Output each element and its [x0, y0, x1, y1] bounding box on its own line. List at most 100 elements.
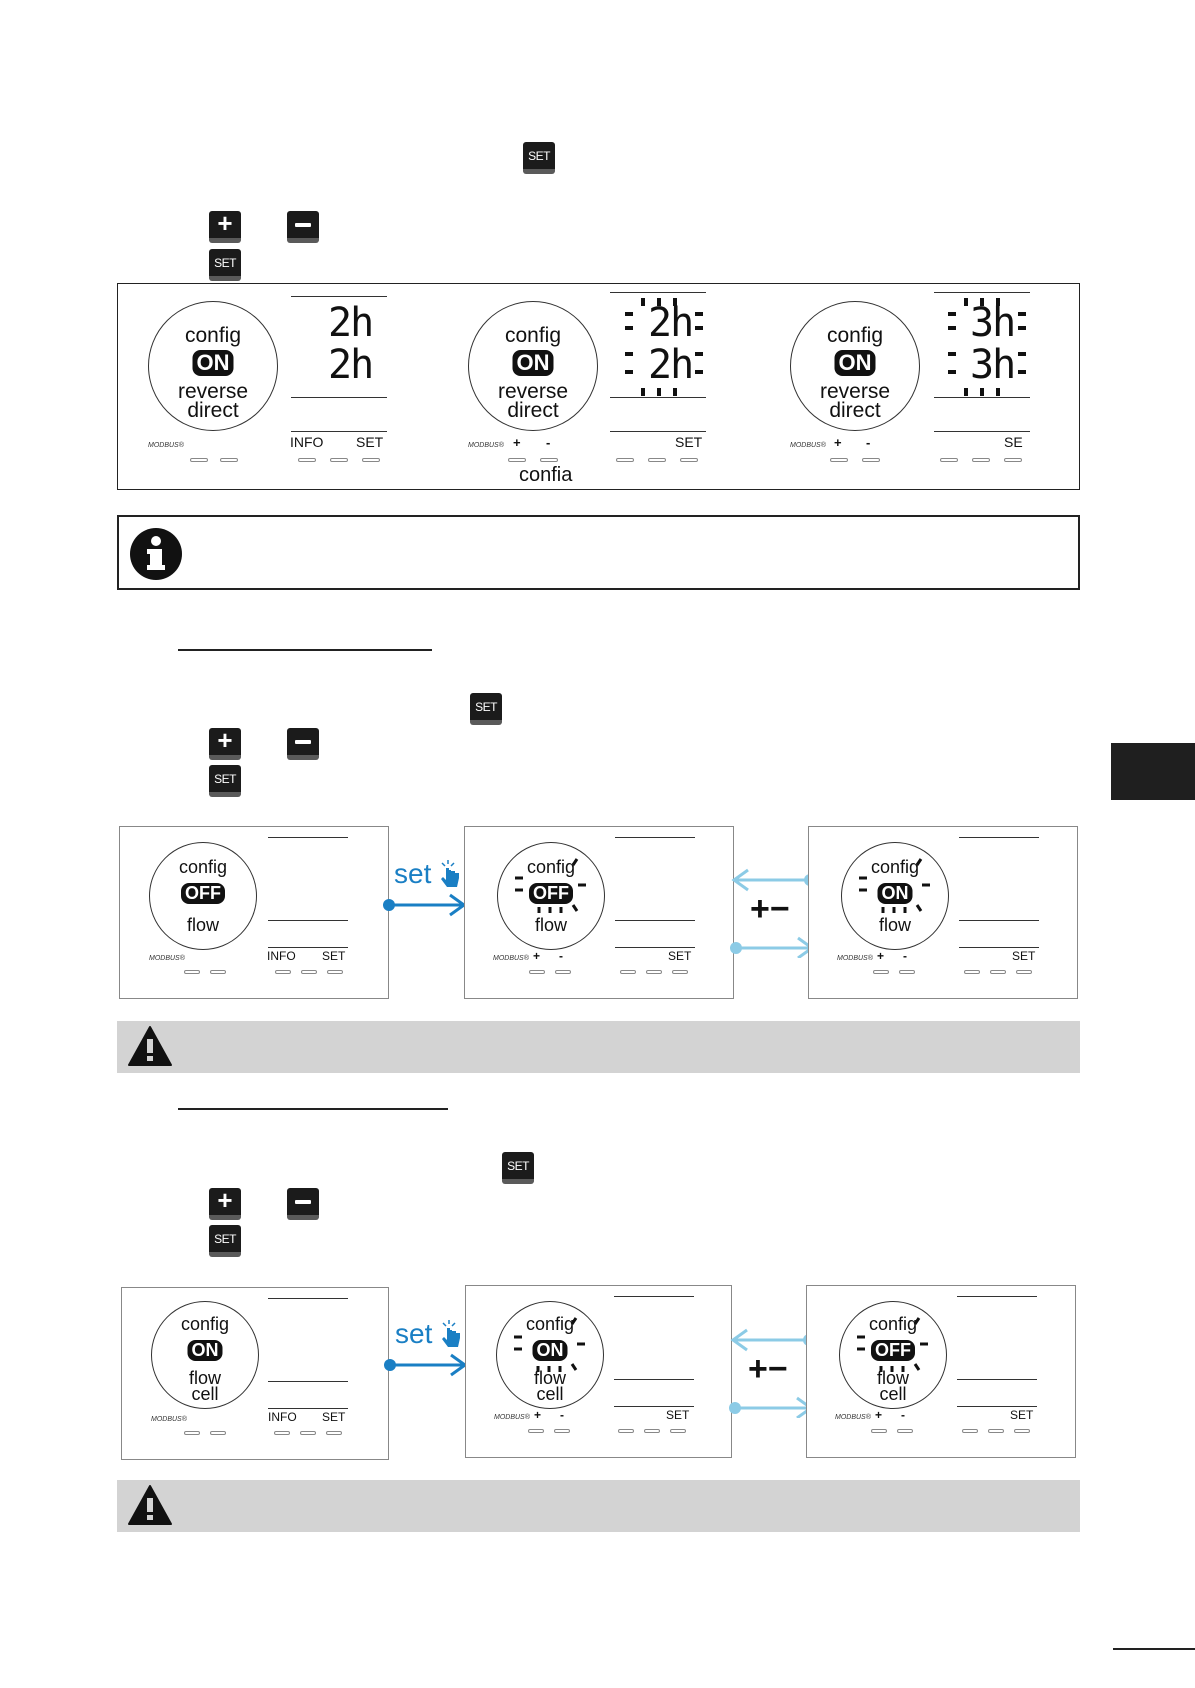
- set-button-label: SET: [322, 1410, 346, 1424]
- set-button-label: SET: [1012, 949, 1036, 963]
- device-button[interactable]: [274, 1431, 290, 1435]
- chapter-side-tab: [1111, 743, 1195, 800]
- device-button[interactable]: [275, 970, 291, 974]
- info-button-label: INFO: [268, 1410, 297, 1424]
- mode-text: direct: [187, 399, 239, 422]
- device-button[interactable]: [962, 1429, 978, 1433]
- device-button[interactable]: [644, 1429, 660, 1433]
- device-button[interactable]: [988, 1429, 1004, 1433]
- set-key-label: SET: [528, 148, 550, 163]
- divider: [959, 837, 1039, 839]
- device-button[interactable]: [220, 458, 238, 462]
- display-panel: config OFF flow cell MODBUS® + - SET: [806, 1285, 1076, 1458]
- divider: [615, 837, 695, 839]
- device-button[interactable]: [327, 970, 343, 974]
- modbus-label: MODBUS®: [494, 1414, 530, 1421]
- blink-indicator-icon: [625, 298, 703, 396]
- state-badge: OFF: [529, 883, 573, 904]
- device-button[interactable]: [1004, 458, 1022, 462]
- device-button[interactable]: [871, 1429, 887, 1433]
- display-dial: config OFF flow cell: [839, 1301, 947, 1409]
- minus-label: -: [546, 435, 551, 450]
- device-button[interactable]: [1014, 1429, 1030, 1433]
- blink-indicator-icon: [515, 858, 586, 913]
- minus-label: -: [866, 435, 871, 450]
- device-button[interactable]: [1016, 970, 1032, 974]
- device-button[interactable]: [301, 970, 317, 974]
- device-button[interactable]: [646, 970, 662, 974]
- set-arrow-icon: [384, 1353, 468, 1377]
- device-button[interactable]: [540, 458, 558, 462]
- device-button[interactable]: [990, 970, 1006, 974]
- state-badge: ON: [532, 1340, 568, 1361]
- device-button[interactable]: [190, 458, 208, 462]
- display-dial: config OFF flow: [149, 842, 257, 950]
- device-button[interactable]: [362, 458, 380, 462]
- device-button[interactable]: [873, 970, 889, 974]
- display-dial: config ON flow cell: [496, 1301, 604, 1409]
- config-text: config: [868, 1314, 918, 1334]
- device-button[interactable]: [210, 970, 226, 974]
- set-action-label: set: [394, 858, 432, 889]
- hand-pointer-icon: [442, 1320, 460, 1347]
- device-button[interactable]: [899, 970, 915, 974]
- info-icon: [130, 528, 182, 580]
- device-button[interactable]: [618, 1429, 634, 1433]
- minus-label: -: [559, 949, 563, 963]
- minus-label: -: [901, 1408, 905, 1422]
- device-button[interactable]: [830, 458, 848, 462]
- device-button[interactable]: [648, 458, 666, 462]
- modbus-label: MODBUS®: [151, 1416, 187, 1423]
- divider: [614, 1406, 694, 1408]
- set-key-label: SET: [214, 1231, 236, 1246]
- blink-indicator-icon: [859, 858, 930, 913]
- mode-text: reverse: [177, 380, 249, 403]
- config-text: config: [826, 324, 884, 347]
- device-button[interactable]: [897, 1429, 913, 1433]
- device-button[interactable]: [508, 458, 526, 462]
- device-button[interactable]: [862, 458, 880, 462]
- device-button[interactable]: [620, 970, 636, 974]
- device-button[interactable]: [326, 1431, 342, 1435]
- display-panel: config ON flow cell MODBUS® + - SET: [465, 1285, 732, 1458]
- config-caption: confia: [519, 464, 573, 486]
- set-key-icon: SET: [209, 765, 241, 797]
- warning-band: [117, 1021, 1080, 1073]
- modbus-label: MODBUS®: [148, 442, 184, 449]
- display-panel: config ON flow MODBUS® + - SET: [808, 826, 1078, 999]
- device-button[interactable]: [616, 458, 634, 462]
- device-button[interactable]: [298, 458, 316, 462]
- warning-icon: [128, 1485, 172, 1525]
- device-button[interactable]: [972, 458, 990, 462]
- device-button[interactable]: [680, 458, 698, 462]
- device-button[interactable]: [184, 1431, 200, 1435]
- device-button[interactable]: [528, 1429, 544, 1433]
- display-dial: config ON flow cell: [151, 1301, 259, 1409]
- state-badge: OFF: [181, 883, 225, 904]
- device-button[interactable]: [555, 970, 571, 974]
- device-button[interactable]: [330, 458, 348, 462]
- blink-indicator-icon: [857, 1317, 928, 1372]
- device-button[interactable]: [670, 1429, 686, 1433]
- divider: [934, 397, 1030, 399]
- divider: [291, 431, 387, 433]
- plus-label: +: [875, 1408, 883, 1422]
- device-button[interactable]: [184, 970, 200, 974]
- device-button[interactable]: [300, 1431, 316, 1435]
- minus-label: -: [560, 1408, 564, 1422]
- value-readout-blinking: 2h: [648, 300, 694, 346]
- device-button[interactable]: [672, 970, 688, 974]
- info-button-label: INFO: [267, 949, 296, 963]
- divider: [614, 1296, 694, 1298]
- device-button[interactable]: [529, 970, 545, 974]
- value-readout-blinking: 2h: [648, 342, 694, 388]
- display-dial: config ON flow: [841, 842, 949, 950]
- device-button[interactable]: [964, 970, 980, 974]
- device-button[interactable]: [940, 458, 958, 462]
- divider: [268, 947, 348, 949]
- display-panel: config OFF flow MODBUS® + - SET: [464, 826, 734, 999]
- device-button[interactable]: [210, 1431, 226, 1435]
- modbus-label: MODBUS®: [837, 955, 873, 962]
- device-button[interactable]: [554, 1429, 570, 1433]
- config-text: config: [184, 324, 242, 347]
